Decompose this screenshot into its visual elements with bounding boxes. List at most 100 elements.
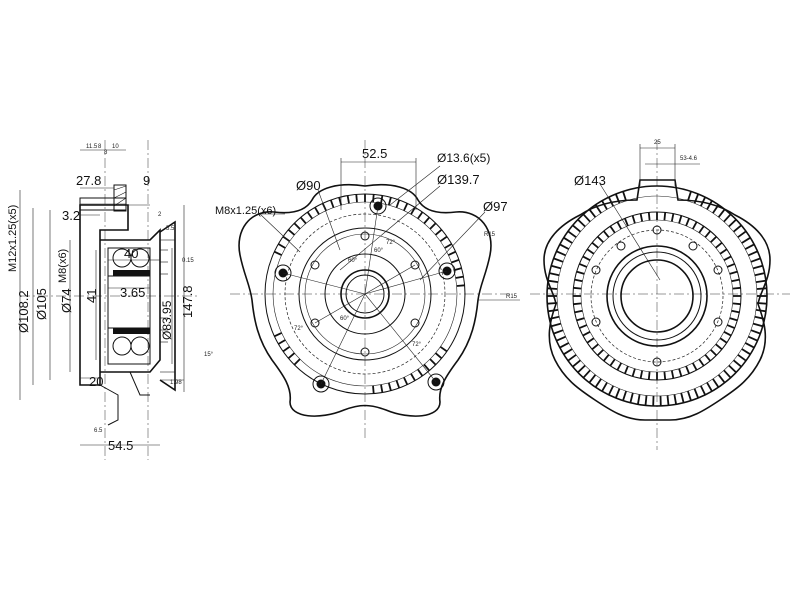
rear-tone-teeth xyxy=(547,191,767,406)
angle-60-a: 60° xyxy=(348,258,358,264)
tone-tooth xyxy=(755,309,767,313)
dim-20: 20 xyxy=(89,374,103,389)
tone-tooth xyxy=(588,208,597,218)
tone-tooth xyxy=(387,197,392,206)
tone-tooth xyxy=(582,331,591,337)
tone-tooth xyxy=(586,248,595,255)
dim-3-65: 3.65 xyxy=(120,285,145,300)
tone-tooth xyxy=(723,213,732,223)
tone-tooth xyxy=(417,211,424,220)
tone-tooth xyxy=(603,354,610,362)
tone-tooth xyxy=(549,272,560,277)
tone-tooth xyxy=(439,346,448,353)
tone-tooth xyxy=(715,343,723,350)
tone-tooth xyxy=(403,377,409,385)
tone-tooth xyxy=(744,342,755,349)
dim-40: 40 xyxy=(124,246,138,261)
tone-tooth xyxy=(444,243,453,249)
tone-tooth xyxy=(455,275,464,279)
tone-tooth xyxy=(644,395,648,406)
dim-83-95: Ø83.95 xyxy=(160,300,174,340)
tone-tooth xyxy=(729,270,738,275)
small-r-5: 1.98 xyxy=(170,380,182,386)
tone-tooth xyxy=(274,332,282,338)
tone-tooth xyxy=(614,388,621,399)
tone-tooth xyxy=(559,243,570,250)
tone-tooth xyxy=(732,302,741,306)
tone-tooth xyxy=(582,369,591,379)
tone-tooth xyxy=(685,365,690,374)
tone-tooth xyxy=(737,354,747,362)
tone-tooth xyxy=(670,370,675,379)
tone-tooth xyxy=(692,221,698,230)
front-flange-outline xyxy=(238,184,492,417)
tone-tooth xyxy=(355,194,358,203)
angle-72-c: 72° xyxy=(412,342,422,348)
tone-tooth xyxy=(631,368,636,377)
tone-tooth xyxy=(663,212,667,221)
tone-tooth xyxy=(693,388,700,399)
tone-tooth xyxy=(666,395,670,406)
tone-tooth xyxy=(547,309,559,313)
tone-tooth xyxy=(579,263,588,268)
tone-tooth xyxy=(577,218,586,228)
tone-tooth xyxy=(372,385,375,394)
dim-27-8: 27.8 xyxy=(76,173,101,188)
tone-tooth xyxy=(741,348,751,356)
tone-tooth xyxy=(692,362,698,371)
tone-tooth xyxy=(622,390,627,401)
tone-tooth xyxy=(277,339,286,345)
front-threaded-holes xyxy=(310,231,420,357)
tone-tooth xyxy=(750,329,761,335)
tone-tooth xyxy=(591,242,599,249)
tone-tooth xyxy=(678,215,683,224)
tone-tooth xyxy=(274,250,282,256)
tone-tooth xyxy=(567,354,577,362)
tone-tooth xyxy=(616,221,622,230)
tone-tooth xyxy=(576,317,585,322)
tone-tooth xyxy=(434,229,443,236)
tone-tooth xyxy=(556,250,566,257)
tone-tooth xyxy=(723,255,732,261)
tone-tooth xyxy=(287,352,296,359)
tone-tooth xyxy=(287,229,296,236)
tone-tooth xyxy=(582,213,591,223)
tone-tooth xyxy=(728,218,737,228)
tone-tooth xyxy=(731,278,740,283)
tone-tooth xyxy=(410,373,416,382)
tone-tooth xyxy=(395,380,401,389)
tone-tooth xyxy=(573,302,582,306)
tone-tooth xyxy=(752,264,763,270)
angle-72-b: 72° xyxy=(294,326,304,332)
small-r-4: 15° xyxy=(204,352,214,358)
tone-tooth xyxy=(719,337,728,344)
tone-tooth xyxy=(573,286,582,290)
tone-tooth xyxy=(563,236,573,244)
small-top-1: 11.5 xyxy=(86,144,98,150)
dim-41: 41 xyxy=(84,289,99,303)
front-view: 52.5 Ø13.6(x5) Ø90 Ø139.7 M8x1.25(x6) Ø9… xyxy=(215,140,520,440)
tone-tooth xyxy=(699,196,707,207)
tone-tooth xyxy=(594,204,602,214)
tone-tooth xyxy=(754,272,765,277)
r15-label: R15 xyxy=(484,232,496,238)
tone-tooth xyxy=(756,302,767,305)
dim-3-2: 3.2 xyxy=(62,208,80,223)
small-r-3: 0.15 xyxy=(182,258,194,264)
tone-tooth xyxy=(733,359,742,368)
tone-tooth xyxy=(346,195,350,204)
tone-tooth xyxy=(572,224,581,233)
tone-tooth xyxy=(616,362,622,371)
rear-lobe-outline xyxy=(543,179,771,421)
tone-tooth xyxy=(755,279,767,283)
dim-m8: M8(x6) xyxy=(57,249,69,283)
tone-tooth xyxy=(732,286,741,290)
tone-tooth xyxy=(601,200,608,210)
dim-9: 9 xyxy=(143,173,150,188)
tone-tooth xyxy=(596,235,604,243)
tone-tooth xyxy=(698,225,705,234)
tone-tooth xyxy=(609,225,616,234)
tone-tooth xyxy=(456,284,465,287)
tone-tooth xyxy=(723,369,732,379)
